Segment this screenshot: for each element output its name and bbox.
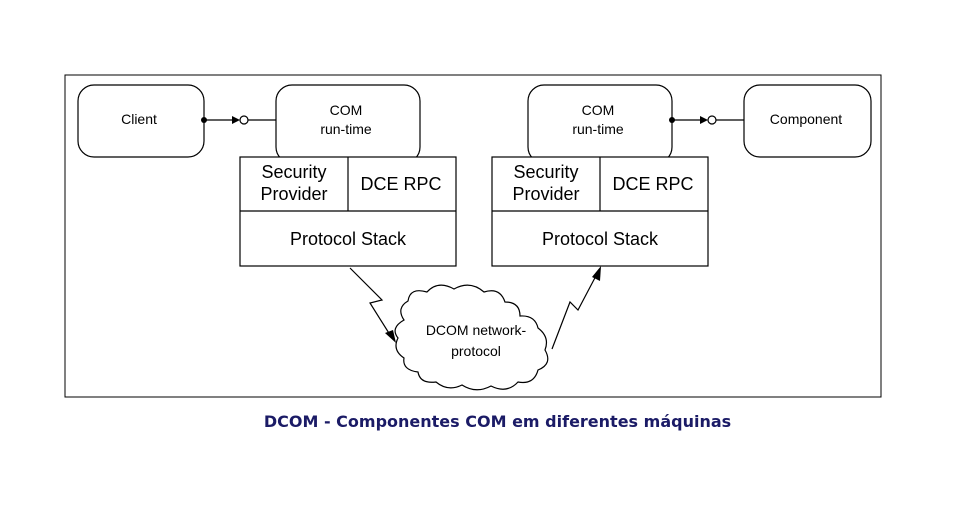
right-protocol-stack-label: Protocol Stack: [542, 229, 659, 249]
com-runtime-left-line2: run-time: [320, 121, 372, 137]
com-runtime-right-line1: COM: [582, 102, 615, 118]
right-security-provider-line2: Provider: [512, 184, 579, 204]
diagram-caption: DCOM - Componentes COM em diferentes máq…: [263, 412, 732, 431]
left-lightning-arrow: [349, 267, 396, 343]
component-interface-connector: [669, 115, 744, 125]
network-cloud: DCOM network- protocol: [394, 284, 549, 391]
right-security-provider-line1: Security: [513, 162, 578, 182]
left-security-provider-line2: Provider: [260, 184, 327, 204]
left-security-provider-line1: Security: [261, 162, 326, 182]
com-runtime-left: COM run-time: [275, 84, 421, 164]
com-runtime-right-line2: run-time: [572, 121, 624, 137]
left-dce-rpc: DCE RPC: [360, 174, 441, 194]
network-cloud-line1: DCOM network-: [426, 322, 527, 338]
left-protocol-stack: Security Provider DCE RPC Protocol Stack: [239, 156, 457, 267]
com-runtime-right: COM run-time: [527, 84, 673, 164]
right-protocol-stack: Security Provider DCE RPC Protocol Stack: [491, 156, 709, 267]
right-dce-rpc: DCE RPC: [612, 174, 693, 194]
left-protocol-stack-label: Protocol Stack: [290, 229, 407, 249]
network-cloud-line2: protocol: [451, 343, 501, 359]
client-node: Client: [77, 84, 205, 158]
component-label: Component: [770, 111, 842, 127]
client-interface-connector: [201, 115, 276, 125]
com-runtime-left-line1: COM: [330, 102, 363, 118]
client-label: Client: [121, 111, 157, 127]
right-lightning-arrow: [551, 266, 601, 350]
component-node: Component: [743, 84, 872, 158]
